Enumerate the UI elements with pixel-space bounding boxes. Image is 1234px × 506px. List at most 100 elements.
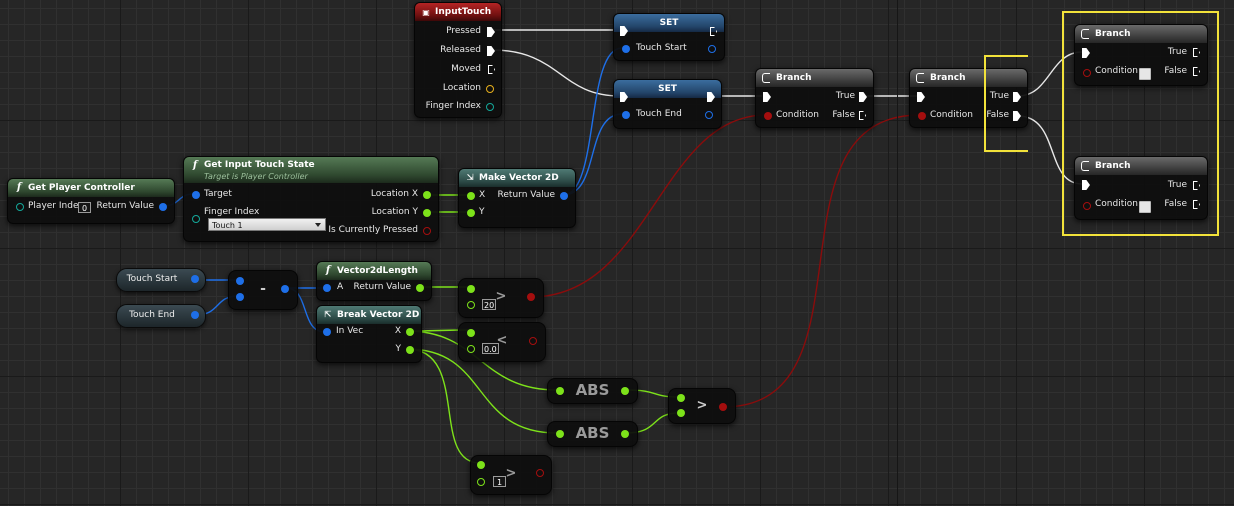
b-pin[interactable] — [677, 409, 685, 417]
in-vec-pin[interactable] — [323, 328, 331, 336]
input-touch-node[interactable]: ▣ InputTouch Pressed Released Moved Loca… — [414, 2, 502, 118]
pin-label-condition: Condition — [776, 110, 819, 120]
selection-box-left — [984, 55, 1028, 152]
condition-checkbox[interactable] — [1139, 201, 1151, 213]
touch-start-variable[interactable]: Touch Start — [116, 268, 206, 292]
touch-end-variable[interactable]: Touch End — [116, 304, 206, 328]
abs-out-pin[interactable] — [621, 430, 629, 438]
a-pin[interactable] — [467, 285, 475, 293]
finger-index-pin[interactable] — [486, 103, 494, 111]
touch-start-out-pin[interactable] — [708, 45, 716, 53]
exec-out-pin[interactable] — [710, 27, 717, 36]
touch-start-in-pin[interactable] — [622, 45, 630, 53]
break-vector-2d-node[interactable]: ⇱ Break Vector 2D In Vec X Y — [316, 305, 422, 363]
result-pin[interactable] — [527, 293, 535, 301]
finger-index-pin[interactable] — [192, 215, 200, 223]
x-pin[interactable] — [406, 328, 414, 336]
exec-true-pin[interactable] — [859, 92, 867, 102]
function-header: f Vector2dLength — [317, 262, 431, 280]
b-value-input[interactable]: 0.0 — [482, 343, 499, 354]
branch-node-2[interactable]: Branch True Condition False — [909, 68, 1028, 128]
result-pin[interactable] — [536, 469, 544, 477]
exec-false-pin[interactable] — [1193, 67, 1200, 76]
greater-than-1-node[interactable]: 1 > — [470, 455, 552, 495]
set-touch-start-node[interactable]: SET Touch Start — [613, 13, 725, 61]
player-index-input[interactable]: 0 — [78, 202, 91, 213]
variable-out-pin[interactable] — [191, 311, 199, 319]
get-player-controller-node[interactable]: f Get Player Controller Player Index 0 R… — [7, 178, 175, 224]
greater-than-abs-node[interactable]: > — [668, 388, 736, 424]
variable-out-pin[interactable] — [191, 275, 199, 283]
location-x-pin[interactable] — [423, 191, 431, 199]
result-pin[interactable] — [719, 403, 727, 411]
less-than-zero-node[interactable]: 0.0 < — [458, 322, 546, 362]
set-touch-end-node[interactable]: SET Touch End — [613, 79, 722, 129]
exec-in-pin[interactable] — [1082, 180, 1090, 190]
abs-in-pin[interactable] — [556, 387, 564, 395]
b-pin[interactable] — [467, 345, 475, 353]
x-pin[interactable] — [467, 192, 475, 200]
exec-false-pin[interactable] — [859, 111, 866, 120]
exec-in-pin[interactable] — [620, 26, 628, 36]
touch-end-in-pin[interactable] — [622, 111, 630, 119]
exec-out-pressed-pin[interactable] — [487, 27, 495, 37]
finger-index-dropdown[interactable]: Touch 1 — [208, 218, 326, 231]
b-value-input[interactable]: 1 — [493, 476, 506, 487]
return-value-pin[interactable] — [560, 192, 568, 200]
player-index-pin[interactable] — [16, 203, 24, 211]
b-pin[interactable] — [236, 293, 244, 301]
b-pin[interactable] — [477, 478, 485, 486]
abs-node-2[interactable]: ABS — [547, 421, 638, 447]
y-pin[interactable] — [467, 209, 475, 217]
pin-label-false: False — [832, 110, 855, 120]
branch-node-1[interactable]: Branch True Condition False — [755, 68, 874, 128]
touch-end-out-pin[interactable] — [705, 111, 713, 119]
result-pin[interactable] — [281, 285, 289, 293]
condition-pin[interactable] — [1083, 202, 1091, 210]
return-value-pin[interactable] — [416, 284, 424, 292]
location-y-pin[interactable] — [423, 209, 431, 217]
exec-in-pin[interactable] — [1082, 48, 1090, 58]
exec-in-pin[interactable] — [620, 92, 628, 102]
make-vector-2d-node[interactable]: ⇲ Make Vector 2D X Y Return Value — [458, 168, 576, 228]
exec-true-pin[interactable] — [1193, 48, 1200, 57]
branch-node-top[interactable]: Branch True Condition False — [1074, 24, 1208, 86]
y-pin[interactable] — [406, 346, 414, 354]
get-input-touch-state-node[interactable]: f Get Input Touch State Target is Player… — [183, 156, 439, 242]
exec-out-released-pin[interactable] — [487, 46, 495, 56]
pin-label-is-pressed: Is Currently Pressed — [328, 225, 418, 235]
a-pin[interactable] — [323, 284, 331, 292]
exec-false-pin[interactable] — [1193, 200, 1200, 209]
condition-pin[interactable] — [764, 112, 772, 120]
a-pin[interactable] — [477, 461, 485, 469]
abs-in-pin[interactable] — [556, 430, 564, 438]
exec-true-pin[interactable] — [1193, 181, 1200, 190]
condition-pin[interactable] — [918, 112, 926, 120]
a-pin[interactable] — [236, 277, 244, 285]
is-pressed-pin[interactable] — [423, 227, 431, 235]
subtract-node[interactable]: - — [228, 270, 298, 310]
b-value-input[interactable]: 20 — [482, 299, 497, 310]
target-pin[interactable] — [192, 191, 200, 199]
condition-checkbox[interactable] — [1139, 68, 1151, 80]
exec-out-pin[interactable] — [707, 92, 715, 102]
abs-out-pin[interactable] — [621, 387, 629, 395]
a-pin[interactable] — [677, 394, 685, 402]
condition-pin[interactable] — [1083, 69, 1091, 77]
location-pin[interactable] — [486, 85, 494, 93]
branch-node-bottom[interactable]: Branch True Condition False — [1074, 156, 1208, 220]
result-pin[interactable] — [529, 337, 537, 345]
abs-node-1[interactable]: ABS — [547, 378, 638, 404]
greater-than-20-node[interactable]: 20 > — [458, 278, 544, 318]
b-pin[interactable] — [467, 301, 475, 309]
exec-out-moved-pin[interactable] — [488, 65, 495, 74]
exec-in-pin[interactable] — [917, 92, 925, 102]
return-value-pin[interactable] — [159, 203, 167, 211]
a-pin[interactable] — [467, 329, 475, 337]
abs-label: ABS — [575, 424, 610, 442]
exec-false-pin[interactable] — [1013, 111, 1021, 121]
exec-in-pin[interactable] — [763, 92, 771, 102]
pin-label-location-x: Location X — [370, 189, 418, 199]
vector2d-length-node[interactable]: f Vector2dLength A Return Value — [316, 261, 432, 301]
exec-true-pin[interactable] — [1013, 92, 1021, 102]
